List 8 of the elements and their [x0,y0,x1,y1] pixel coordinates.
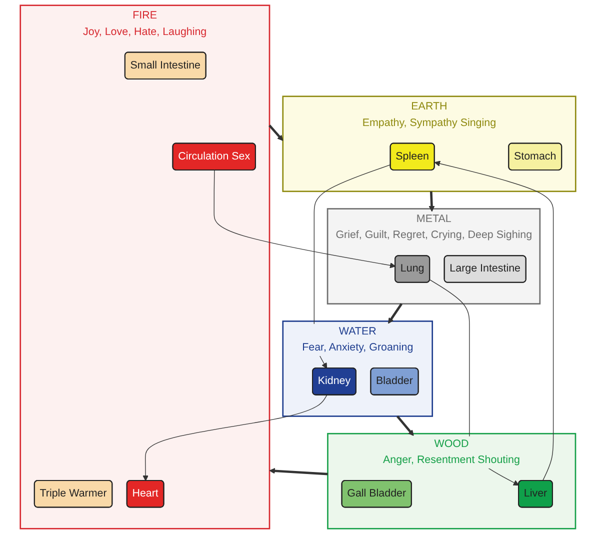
arrow [214,170,396,268]
arrow [269,468,328,476]
arrow [268,124,284,141]
arrow [142,394,328,482]
arrow [388,303,403,324]
arrow [396,415,414,436]
arrow [428,191,435,212]
arrow [434,160,554,482]
